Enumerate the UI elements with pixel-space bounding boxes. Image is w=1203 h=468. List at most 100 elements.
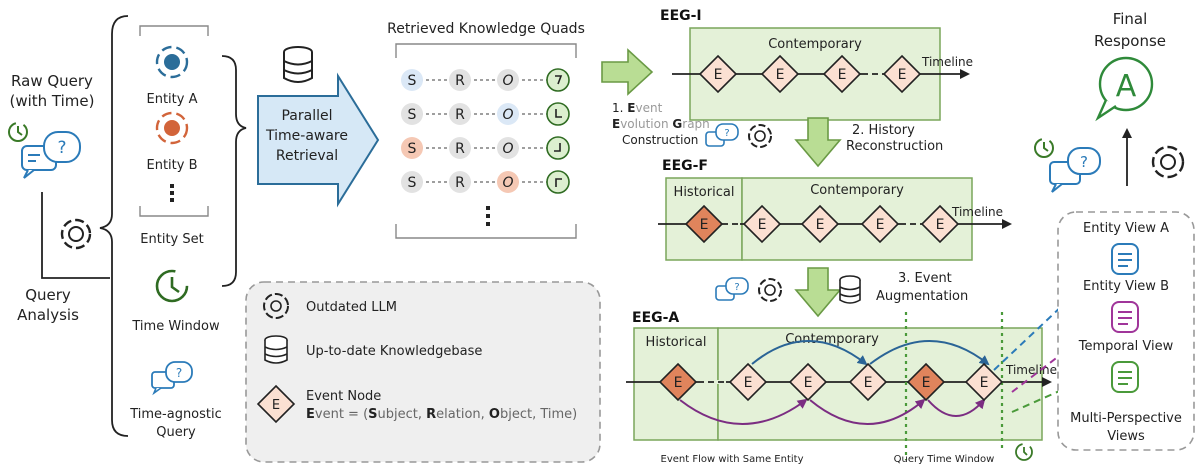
svg-text:E: E (838, 67, 847, 83)
time-agnostic-label-2: Query (156, 425, 196, 440)
analysis-connector (41, 192, 110, 279)
svg-text:E: E (936, 217, 945, 233)
step1-label-3: Construction (622, 133, 698, 147)
step3-label-1: 3. Event (898, 271, 952, 286)
svg-text:R: R (455, 141, 465, 157)
svg-text:O: O (502, 175, 513, 191)
legend-event-formula: Event = (Subject, Relation, Object, Time… (306, 407, 577, 422)
eeg-i-event-node-3: E (822, 54, 862, 94)
legend-knowledgebase: Up-to-date Knowledgebase (306, 344, 482, 359)
llm-icon (60, 218, 92, 250)
svg-text:E: E (776, 67, 785, 83)
eeg-a-event-node-4: E (964, 362, 1004, 402)
step2-chat-icon: ? (705, 123, 739, 147)
svg-text:E: E (876, 217, 885, 233)
svg-text:E: E (804, 375, 813, 391)
svg-text:E: E (922, 375, 931, 391)
response-clock-icon (1034, 138, 1054, 158)
legend-outdated-llm: Outdated LLM (306, 300, 397, 315)
step3-label-2: Augmentation (876, 289, 968, 304)
clock-icon (8, 122, 28, 142)
temporal-view-doc-icon (1111, 361, 1139, 393)
svg-text:R: R (455, 73, 465, 89)
legend-database-icon (264, 335, 288, 364)
retrieval-label-2: Time-aware (265, 128, 348, 144)
step3-arrow (794, 267, 842, 318)
eeg-f-timeline-label: Timeline (951, 205, 1003, 219)
step2-llm-icon (748, 124, 772, 148)
svg-text:?: ? (724, 128, 729, 139)
svg-text:E: E (272, 398, 280, 413)
svg-text:E: E (816, 217, 825, 233)
svg-text:E: E (700, 217, 709, 233)
time-agnostic-query-icon: ? (151, 361, 193, 396)
eeg-a-event-node-augmented: E (906, 362, 946, 402)
legend-box (245, 281, 601, 463)
svg-text:?: ? (57, 138, 66, 158)
raw-query-time-label: (with Time) (9, 92, 94, 110)
svg-text:S: S (408, 175, 417, 191)
svg-text:E: E (898, 67, 907, 83)
response-llm-icon (1151, 145, 1185, 179)
eeg-f-event-node-historical: E (684, 204, 724, 244)
eeg-a-event-node-1: E (728, 362, 768, 402)
svg-text:O: O (502, 107, 513, 123)
eeg-i-event-node-1: E (698, 54, 738, 94)
eeg-f-historical-label: Historical (674, 185, 735, 200)
entity-b-label: Entity B (146, 158, 197, 173)
svg-text:O: O (502, 73, 513, 89)
step3-chat-icon: ? (715, 277, 749, 301)
time-window-icon (155, 269, 189, 303)
time-window-label: Time Window (131, 319, 220, 334)
step2-arrow (794, 117, 842, 168)
time-agnostic-label: Time-agnostic (129, 407, 222, 422)
quads-bracket-bottom (395, 224, 577, 239)
svg-text:E: E (980, 375, 989, 391)
svg-text:E: E (758, 217, 767, 233)
event-flow-caption: Event Flow with Same Entity (661, 454, 804, 465)
step2-label-1: 2. History (852, 123, 915, 138)
step1-label-2: Evolution Graph (612, 117, 710, 131)
eeg-i-contemporary-label: Contemporary (768, 37, 862, 52)
multi-perspective-label-2: Views (1107, 429, 1145, 444)
svg-text:S: S (408, 107, 417, 123)
entity-view-b-doc-icon (1111, 301, 1139, 333)
raw-query-label: Raw Query (11, 72, 93, 90)
entity-a-label: Entity A (147, 92, 198, 107)
query-analysis-label-2: Analysis (17, 306, 79, 324)
svg-text:S: S (408, 141, 417, 157)
svg-text:?: ? (734, 282, 739, 293)
eeg-i-title: EEG-I (660, 8, 702, 24)
eeg-i-event-node-2: E (760, 54, 800, 94)
entity-set-label: Entity Set (140, 232, 203, 247)
eeg-a-event-node-2: E (788, 362, 828, 402)
entity-view-b-label: Entity View B (1083, 279, 1169, 294)
more-entities-dots (170, 184, 174, 202)
query-window-clock-icon (1015, 443, 1033, 461)
eeg-a-timeline-label: Timeline (1005, 363, 1057, 377)
svg-text:S: S (408, 73, 417, 89)
entity-b-icon (155, 111, 189, 145)
eeg-a-contemporary-label: Contemporary (785, 332, 879, 347)
eeg-i-event-node-4: E (882, 54, 922, 94)
event-flow-purple-1 (679, 398, 808, 425)
answer-bubble-icon (1095, 56, 1154, 122)
final-label: Final (1113, 10, 1148, 28)
eeg-a-event-node-3: E (848, 362, 888, 402)
database-icon (283, 46, 313, 83)
chat-question-icon: ? (21, 131, 81, 179)
entity-view-a-label: Entity View A (1083, 221, 1169, 236)
entity-brace (221, 55, 247, 287)
svg-text:E: E (744, 375, 753, 391)
event-flow-blue-2 (869, 340, 990, 366)
query-window-caption: Query Time Window (894, 454, 995, 465)
eeg-f-contemporary-label: Contemporary (810, 183, 904, 198)
response-chat-icon: ? (1049, 147, 1101, 193)
